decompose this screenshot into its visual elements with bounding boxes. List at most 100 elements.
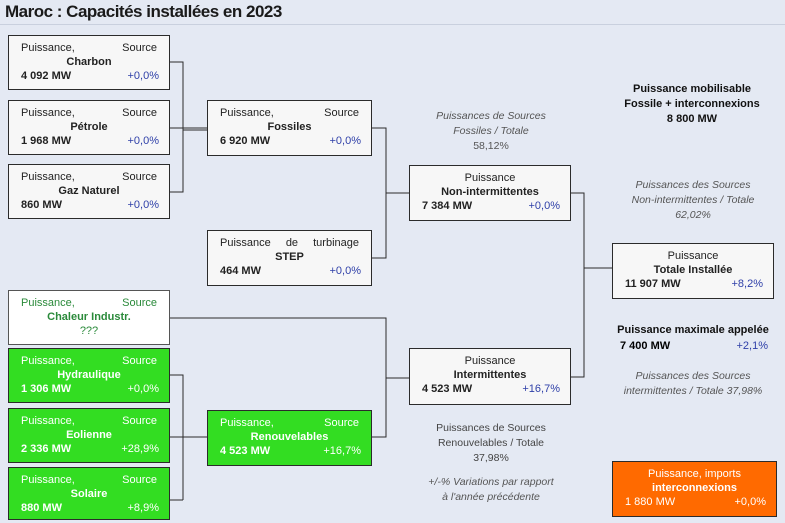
title-bar: Maroc : Capacités installées en 2023 xyxy=(0,0,785,25)
box-step-label-1: Puissance xyxy=(220,237,271,249)
box-hydraulique-pct: +0,0% xyxy=(127,383,160,395)
note-non-inter-ratio-l3: 62,02% xyxy=(675,209,711,221)
box-petrole: Puissance, Source Pétrole 1 968 MW +0,0% xyxy=(8,100,170,155)
note-variations: +/-% Variations par rapport à l'année pr… xyxy=(411,475,571,505)
box-charbon-label-2: Source xyxy=(122,42,157,54)
box-renouvelables-label-2: Source xyxy=(324,417,359,429)
box-non-inter-label: Puissance xyxy=(464,172,516,184)
box-solaire-pct: +8,9% xyxy=(127,502,160,514)
box-petrole-label-1: Puissance, xyxy=(21,107,75,119)
box-totale-mw: 11 907 MW xyxy=(625,278,681,290)
box-totale: Puissance Totale Installée 11 907 MW +8,2… xyxy=(612,243,774,299)
note-inter-ratio-l2: intermittentes / Totale 37,98% xyxy=(623,385,763,397)
box-step-label-3: turbinage xyxy=(313,237,359,249)
note-non-inter-ratio-l1: Puissances des Sources xyxy=(635,179,751,191)
note-fossiles-ratio-l3: 58,12% xyxy=(473,140,509,152)
box-eolienne: Puissance,Source Eolienne 2 336 MW+28,9% xyxy=(8,408,170,463)
box-petrole-name: Pétrole xyxy=(70,121,108,133)
box-fossiles-mw: 6 920 MW xyxy=(220,135,271,147)
box-fossiles-label-1: Puissance, xyxy=(220,107,274,119)
box-gaz-label-1: Puissance, xyxy=(21,171,75,183)
box-charbon-mw: 4 092 MW xyxy=(21,70,72,82)
box-step-mw: 464 MW xyxy=(220,265,261,277)
box-totale-pct: +8,2% xyxy=(731,278,764,290)
note-max-appelee-values: 7 400 MW +2,1% xyxy=(620,340,768,352)
box-imports-name: interconnexions xyxy=(652,482,737,494)
note-max-appelee: Puissance maximale appelée xyxy=(603,323,783,338)
box-eolienne-label-1: Puissance, xyxy=(21,415,75,427)
box-solaire-mw: 880 MW xyxy=(21,502,62,514)
box-eolienne-pct: +28,9% xyxy=(121,443,159,455)
box-eolienne-name: Eolienne xyxy=(66,429,112,441)
note-fossiles-ratio: Puissances de Sources Fossiles / Totale … xyxy=(411,109,571,154)
box-totale-label: Puissance xyxy=(667,250,719,262)
box-solaire: Puissance, Source Solaire 880 MW +8,9% xyxy=(8,467,170,520)
box-fossiles-label-2: Source xyxy=(324,107,359,119)
note-variations-l1: +/-% Variations par rapport xyxy=(428,476,554,488)
box-fossiles: Puissance, Source Fossiles 6 920 MW +0,0% xyxy=(207,100,372,156)
note-mobilisable-l2: Fossile + interconnexions xyxy=(624,98,760,110)
box-step-name: STEP xyxy=(275,251,304,263)
box-petrole-pct: +0,0% xyxy=(127,135,160,147)
box-fossiles-name: Fossiles xyxy=(267,121,312,133)
note-inter-ratio-l1: Puissances des Sources xyxy=(635,370,751,382)
box-renouvelables-label-1: Puissance, xyxy=(220,417,274,429)
diagram-title: Maroc : Capacités installées en 2023 xyxy=(5,2,282,21)
box-chaleur-name: Chaleur Industr. xyxy=(47,311,131,323)
box-non-intermittentes: Puissance Non-intermittentes 7 384 MW+0,… xyxy=(409,165,571,221)
box-renouvelables-name: Renouvelables xyxy=(250,431,329,443)
box-solaire-label-1: Puissance, xyxy=(21,474,75,486)
box-gaz-name: Gaz Naturel xyxy=(58,185,120,197)
box-renouvelables-pct: +16,7% xyxy=(323,445,361,457)
note-renouv-ratio-l3: 37,98% xyxy=(473,452,509,464)
box-gaz-pct: +0,0% xyxy=(127,199,160,211)
box-renouvelables: Puissance, Source Renouvelables 4 523 MW +… xyxy=(207,410,372,466)
note-fossiles-ratio-l2: Fossiles / Totale xyxy=(453,125,529,137)
box-solaire-name: Solaire xyxy=(70,488,108,500)
note-renouv-ratio: Puissances de Sources Renouvelables / To… xyxy=(411,421,571,466)
box-chaleur-extra: ??? xyxy=(79,325,99,337)
box-inter-pct: +16,7% xyxy=(522,383,560,395)
box-gaz-mw: 860 MW xyxy=(21,199,62,211)
box-non-inter-mw: 7 384 MW xyxy=(422,200,473,212)
box-inter-mw: 4 523 MW xyxy=(422,383,473,395)
box-charbon-name: Charbon xyxy=(66,56,112,68)
box-hydraulique-label-1: Puissance, xyxy=(21,355,75,367)
note-renouv-ratio-l1: Puissances de Sources xyxy=(436,422,546,434)
note-fossiles-ratio-l1: Puissances de Sources xyxy=(436,110,546,122)
note-max-appelee-mw: 7 400 MW xyxy=(620,340,671,352)
note-max-appelee-pct: +2,1% xyxy=(736,340,769,352)
box-petrole-label-2: Source xyxy=(122,107,157,119)
box-imports-pct: +0,0% xyxy=(734,496,767,508)
note-variations-l2: à l'année précédente xyxy=(442,491,540,503)
box-imports-label: Puissance, imports xyxy=(648,468,741,480)
box-chaleur-label-2: Source xyxy=(122,297,157,309)
box-inter-name: Intermittentes xyxy=(453,369,527,381)
box-charbon: Puissance,Source Charbon 4 092 MW+0,0% xyxy=(8,35,170,90)
box-solaire-label-2: Source xyxy=(122,474,157,486)
note-non-inter-ratio-l2: Non-intermittentes / Totale xyxy=(631,194,755,206)
note-mobilisable-l1: Puissance mobilisable xyxy=(633,83,751,95)
box-fossiles-pct: +0,0% xyxy=(329,135,362,147)
box-inter-label: Puissance xyxy=(464,355,516,367)
box-totale-name: Totale Installée xyxy=(653,264,733,276)
box-step-pct: +0,0% xyxy=(329,265,362,277)
note-renouv-ratio-l2: Renouvelables / Totale xyxy=(437,437,545,449)
box-imports: Puissance, imports interconnexions 1 880… xyxy=(612,461,777,517)
box-hydraulique-name: Hydraulique xyxy=(57,369,121,381)
box-chaleur-label-1: Puissance, xyxy=(21,297,75,309)
box-renouvelables-mw: 4 523 MW xyxy=(220,445,271,457)
box-hydraulique-label-2: Source xyxy=(122,355,157,367)
box-gaz-label-2: Source xyxy=(122,171,157,183)
box-imports-mw: 1 880 MW xyxy=(625,496,676,508)
box-charbon-label-1: Puissance, xyxy=(21,42,75,54)
box-eolienne-mw: 2 336 MW xyxy=(21,443,72,455)
box-non-inter-name: Non-intermittentes xyxy=(441,186,539,198)
box-petrole-mw: 1 968 MW xyxy=(21,135,72,147)
box-hydraulique-mw: 1 306 MW xyxy=(21,383,72,395)
box-hydraulique: Puissance, Source Hydraulique 1 306 MW +0,… xyxy=(8,348,170,403)
note-mobilisable: Puissance mobilisable Fossile + intercon… xyxy=(602,82,782,127)
box-intermittentes: Puissance Intermittentes 4 523 MW +16,7% xyxy=(409,348,571,405)
